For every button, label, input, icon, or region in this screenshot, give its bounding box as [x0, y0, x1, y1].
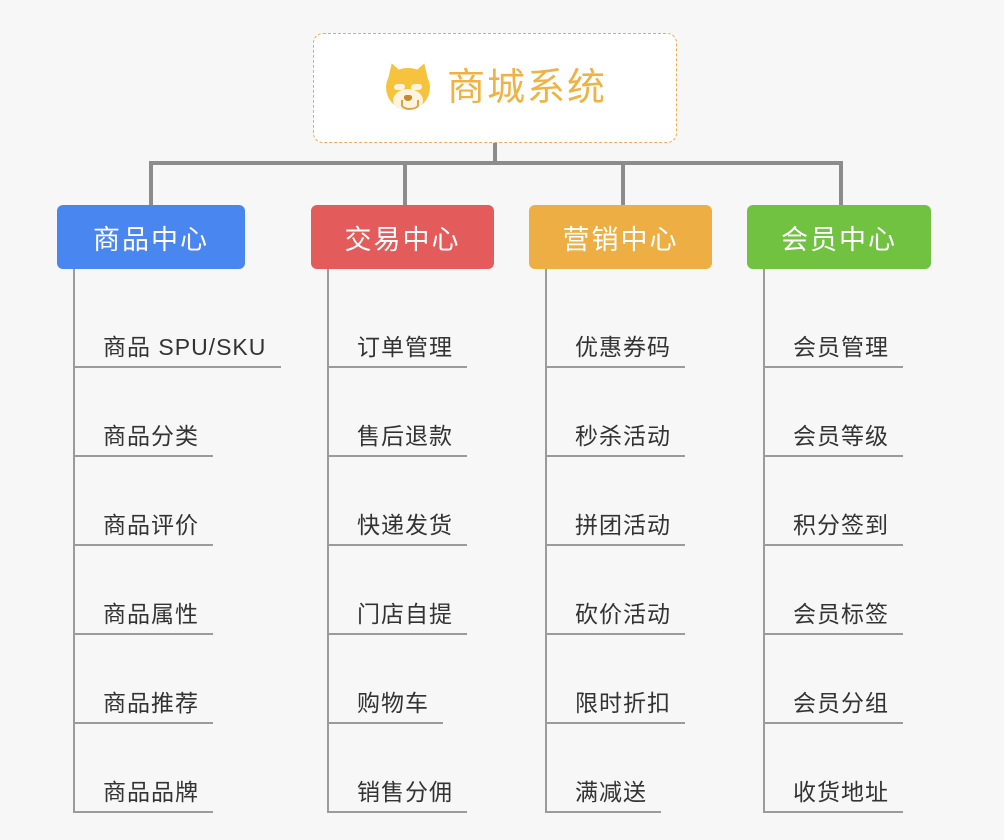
leaf-label: 商品 SPU/SKU — [103, 334, 267, 361]
connector-drop-2 — [403, 161, 407, 205]
connector-root-stem — [493, 143, 497, 165]
leaf-item[interactable]: 会员管理 — [765, 279, 903, 368]
branch-column-4: 会员中心会员管理会员等级积分签到会员标签会员分组收货地址 — [747, 205, 931, 813]
leaf-list-4: 会员管理会员等级积分签到会员标签会员分组收货地址 — [763, 269, 931, 813]
root-title: 商城系统 — [446, 67, 607, 109]
leaf-item[interactable]: 秒杀活动 — [547, 368, 685, 457]
branch-column-2: 交易中心订单管理售后退款快递发货门店自提购物车销售分佣 — [311, 205, 494, 813]
leaf-label: 商品评价 — [103, 512, 199, 539]
leaf-item[interactable]: 拼团活动 — [547, 457, 685, 546]
leaf-label: 秒杀活动 — [575, 423, 671, 450]
leaf-item[interactable]: 收货地址 — [765, 724, 903, 813]
leaf-item[interactable]: 商品品牌 — [75, 724, 213, 813]
leaf-item[interactable]: 商品评价 — [75, 457, 213, 546]
leaf-label: 商品分类 — [103, 423, 199, 450]
leaf-item[interactable]: 砍价活动 — [547, 546, 685, 635]
category-box-3[interactable]: 营销中心 — [529, 205, 712, 269]
leaf-item[interactable]: 优惠券码 — [547, 279, 685, 368]
leaf-label: 订单管理 — [357, 334, 453, 361]
leaf-label: 销售分佣 — [357, 779, 453, 806]
leaf-item[interactable]: 门店自提 — [329, 546, 467, 635]
category-label: 交易中心 — [344, 224, 461, 255]
leaf-label: 购物车 — [357, 690, 429, 717]
leaf-label: 售后退款 — [357, 423, 453, 450]
category-label: 营销中心 — [562, 224, 679, 255]
branch-column-1: 商品中心商品 SPU/SKU 商品分类商品评价商品属性商品推荐商品品牌 — [57, 205, 281, 813]
leaf-item[interactable]: 商品属性 — [75, 546, 213, 635]
leaf-list-2: 订单管理售后退款快递发货门店自提购物车销售分佣 — [327, 269, 494, 813]
leaf-label: 会员管理 — [793, 334, 889, 361]
leaf-item[interactable]: 销售分佣 — [329, 724, 467, 813]
leaf-label: 积分签到 — [793, 512, 889, 539]
leaf-label: 拼团活动 — [575, 512, 671, 539]
branch-column-3: 营销中心优惠券码秒杀活动拼团活动砍价活动限时折扣满减送 — [529, 205, 712, 813]
leaf-list-1: 商品 SPU/SKU 商品分类商品评价商品属性商品推荐商品品牌 — [73, 269, 281, 813]
dog-face-icon — [383, 60, 433, 113]
category-box-4[interactable]: 会员中心 — [747, 205, 931, 269]
connector-drop-3 — [621, 161, 625, 205]
leaf-item[interactable]: 快递发货 — [329, 457, 467, 546]
category-box-2[interactable]: 交易中心 — [311, 205, 494, 269]
category-label: 会员中心 — [781, 224, 897, 255]
connector-drop-4 — [839, 161, 843, 205]
leaf-label: 商品推荐 — [103, 690, 199, 717]
leaf-label: 会员等级 — [793, 423, 889, 450]
leaf-label: 收货地址 — [793, 779, 889, 806]
leaf-item[interactable]: 商品分类 — [75, 368, 213, 457]
leaf-label: 限时折扣 — [575, 690, 671, 717]
leaf-label: 商品品牌 — [103, 779, 199, 806]
leaf-list-3: 优惠券码秒杀活动拼团活动砍价活动限时折扣满减送 — [545, 269, 712, 813]
category-label: 商品中心 — [93, 224, 209, 255]
leaf-item[interactable]: 订单管理 — [329, 279, 467, 368]
leaf-item[interactable]: 积分签到 — [765, 457, 903, 546]
leaf-label: 门店自提 — [357, 601, 453, 628]
connector-horizontal-rail — [149, 161, 841, 165]
leaf-item[interactable]: 售后退款 — [329, 368, 467, 457]
leaf-label: 快递发货 — [357, 512, 453, 539]
leaf-label: 会员分组 — [793, 690, 889, 717]
leaf-label: 会员标签 — [793, 601, 889, 628]
root-node-mall-system[interactable]: 商城系统 — [313, 33, 677, 143]
category-box-1[interactable]: 商品中心 — [57, 205, 245, 269]
connector-drop-1 — [149, 161, 153, 205]
leaf-item[interactable]: 会员标签 — [765, 546, 903, 635]
leaf-item[interactable]: 限时折扣 — [547, 635, 685, 724]
leaf-label: 满减送 — [575, 779, 647, 806]
leaf-item[interactable]: 商品推荐 — [75, 635, 213, 724]
leaf-item[interactable]: 会员分组 — [765, 635, 903, 724]
leaf-item[interactable]: 会员等级 — [765, 368, 903, 457]
leaf-label: 商品属性 — [103, 601, 199, 628]
leaf-item[interactable]: 商品 SPU/SKU — [75, 279, 281, 368]
leaf-label: 优惠券码 — [575, 334, 671, 361]
leaf-label: 砍价活动 — [575, 601, 671, 628]
leaf-item[interactable]: 满减送 — [547, 724, 661, 813]
leaf-item[interactable]: 购物车 — [329, 635, 443, 724]
